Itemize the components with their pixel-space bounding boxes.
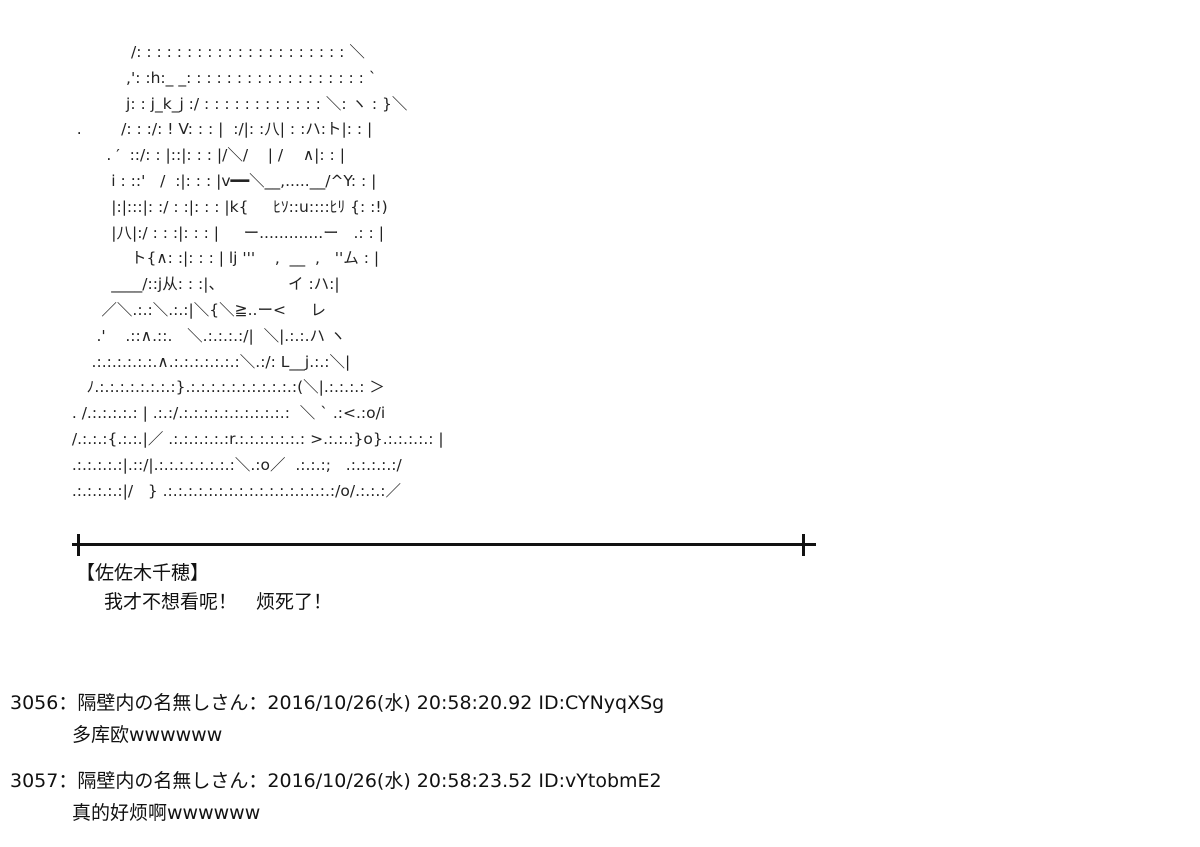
art-line: ﾉ.:.:.:.:.:.:.:.:}.:.:.:.:.:.:.:.:.:.:.:… xyxy=(62,378,385,397)
divider-right-stub xyxy=(796,543,816,546)
post-author: 隔壁内の名無しさん xyxy=(77,770,249,792)
art-line: ト{∧: :|: : : | lj ''' , __ , ''ム : | xyxy=(62,249,380,268)
art-line: ,': :h:_ _: : : : : : : : : : : : : : : … xyxy=(62,68,377,87)
post: 3057：隔壁内の名無しさん：2016/10/26(水) 20:58:23.52… xyxy=(10,768,662,826)
post-id: ID:vYtobmE2 xyxy=(538,770,662,792)
art-line: i : ::' / :|: : : |v━━＼__,.....__/^Y: : … xyxy=(62,171,377,190)
post-number[interactable]: 3057 xyxy=(10,770,59,792)
divider-line xyxy=(72,534,818,556)
speech-line: 我才不想看呢！ 烦死了！ xyxy=(104,591,333,613)
speaker-label: 【佐佐木千穂】 xyxy=(76,562,210,584)
art-line: /.:.:.:{.:.:.|／ .:.:.:.:.:.:r.:.:.:.:.:.… xyxy=(62,429,444,448)
ascii-art-illustration: /: : : : : : : : : : : : : : : : : : : :… xyxy=(62,40,444,504)
post: 3056：隔壁内の名無しさん：2016/10/26(水) 20:58:20.92… xyxy=(10,690,664,748)
post-separator: ： xyxy=(58,692,78,714)
art-line: .:.:.:.:.:|/ } .:.:.:.:.:.:.:.:.:.:.:.:.… xyxy=(62,481,402,500)
divider-bar xyxy=(78,543,806,546)
post-body: 真的好烦啊wwwwww xyxy=(72,802,261,824)
art-line: ／＼.:.:＼.:.:|＼{＼≧..ー< レ xyxy=(62,300,327,319)
art-line: .:.:.:.:.:.:.∧.:.:.:.:.:.:.:＼.:/: L__j.:… xyxy=(62,352,351,371)
art-line: .' .::∧.::. ＼.:.:.:.:/| ＼|.:.:.ハ ヽ xyxy=(62,326,346,345)
art-line: |八|:/ : : :|: : : | ー.............ー .: :… xyxy=(62,223,384,242)
post-header: 3057：隔壁内の名無しさん：2016/10/26(水) 20:58:23.52… xyxy=(10,768,662,794)
post-datetime: 2016/10/26(水) 20:58:20.92 xyxy=(267,692,533,714)
art-line: . ′ ::/: : |::|: : : |/＼/ | / ∧|: : | xyxy=(62,146,345,165)
art-line: .:.:.:.:.:|.::/|.:.:.:.:.:.:.:.:＼.:o／ .:… xyxy=(62,455,402,474)
post-separator: ： xyxy=(248,770,268,792)
post-number[interactable]: 3056 xyxy=(10,692,59,714)
post-datetime: 2016/10/26(水) 20:58:23.52 xyxy=(267,770,533,792)
post-separator: ： xyxy=(248,692,268,714)
art-line: |:|:::|: :/ : :|: : : |k{ ﾋｿ::u::::ﾋﾘ {:… xyxy=(62,197,388,216)
art-line: /: : : : : : : : : : : : : : : : : : : :… xyxy=(62,43,365,61)
art-line: . /: : :/: ! V: : : | :/|: :八| : :ハ:ト|: … xyxy=(62,120,373,139)
art-line: . /.:.:.:.:.: | .:.:/.:.:.:.:.:.:.:.:.:.… xyxy=(62,404,386,423)
post-separator: ： xyxy=(58,770,78,792)
post-body: 多库欧wwwwww xyxy=(72,724,223,746)
post-header: 3056：隔壁内の名無しさん：2016/10/26(水) 20:58:20.92… xyxy=(10,690,664,716)
art-line: j: : j_k_j :/ : : : : : : : : : : : : ＼:… xyxy=(62,94,408,113)
post-author: 隔壁内の名無しさん xyxy=(77,692,249,714)
art-line: ____/::j从: : :|、 イ :ハ:| xyxy=(62,275,340,294)
post-id: ID:CYNyqXSg xyxy=(538,692,665,714)
